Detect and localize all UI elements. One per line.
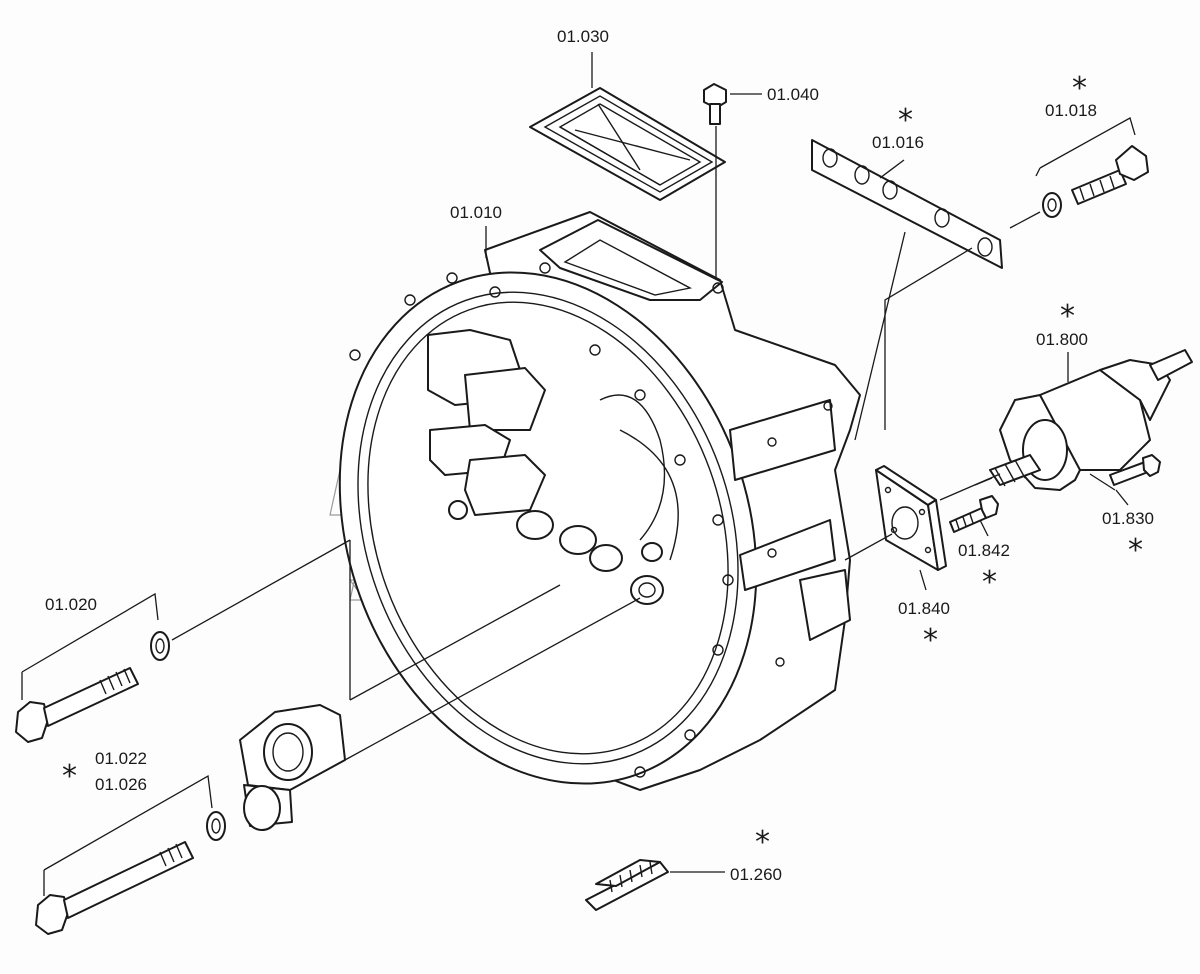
asterisk-01-840: * — [923, 623, 938, 658]
label-01-840: 01.840 — [898, 599, 950, 618]
asterisk-01-830: * — [1128, 533, 1143, 568]
housing-01-010 — [338, 211, 861, 791]
label-01-020: 01.020 — [45, 595, 97, 614]
label-01-026: 01.026 — [95, 775, 147, 794]
clip-01-260 — [585, 859, 669, 911]
label-01-018: 01.018 — [1045, 101, 1097, 120]
asterisk-01-842: * — [982, 565, 997, 600]
asterisk-01-018: * — [1072, 71, 1087, 106]
asterisk-01-800: * — [1060, 299, 1075, 334]
screw-01-842 — [949, 495, 999, 533]
label-01-022: 01.022 — [95, 749, 147, 768]
cylinder-01-800 — [974, 349, 1193, 491]
asterisk-marks: * * * * * * * * — [62, 71, 1143, 860]
asterisk-01-016: * — [898, 103, 913, 138]
label-01-260: 01.260 — [730, 865, 782, 884]
label-01-800: 01.800 — [1036, 330, 1088, 349]
label-01-016: 01.016 — [872, 133, 924, 152]
bolt-01-020 — [15, 631, 170, 743]
cover-plate-01-030 — [529, 87, 726, 201]
label-01-040: 01.040 — [767, 85, 819, 104]
spacer-block — [239, 704, 346, 831]
bolt-01-040 — [703, 83, 727, 125]
screw-01-830 — [1109, 454, 1161, 486]
label-01-842: 01.842 — [958, 541, 1010, 560]
asterisk-01-260: * — [755, 825, 770, 860]
label-01-010: 01.010 — [450, 203, 502, 222]
plate-01-840 — [875, 465, 947, 571]
asterisk-01-022: * — [62, 759, 77, 794]
label-01-830: 01.830 — [1102, 509, 1154, 528]
label-01-030: 01.030 — [557, 27, 609, 46]
leader-lines — [21, 52, 1136, 896]
gasket-01-016 — [811, 139, 1003, 269]
labels: 01.030 01.040 01.018 01.016 01.010 01.80… — [45, 27, 1154, 884]
bolt-01-022-01-026 — [35, 811, 226, 935]
bolt-01-018 — [1042, 145, 1149, 218]
